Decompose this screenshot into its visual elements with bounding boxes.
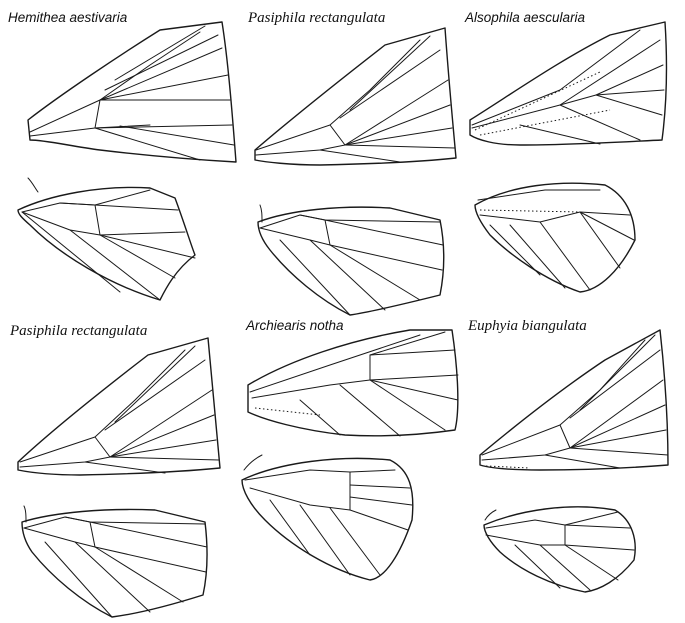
panel-alsophila-aescularia: Alsophila aescularia bbox=[464, 10, 668, 293]
panel-pasiphila-rectangulata-bottom: Pasiphila rectangulata bbox=[9, 323, 221, 618]
species-label: Euphyia biangulata bbox=[467, 318, 587, 334]
forewing bbox=[247, 329, 459, 437]
species-label: Hemithea aestivaria bbox=[8, 10, 128, 25]
forewing bbox=[254, 27, 457, 166]
species-label: Alsophila aescularia bbox=[464, 10, 586, 25]
forewing bbox=[27, 21, 237, 163]
hindwing bbox=[241, 454, 414, 581]
forewing bbox=[469, 21, 668, 146]
species-label: Pasiphila rectangulata bbox=[247, 10, 385, 26]
panel-hemithea-aestivaria: Hemithea aestivaria bbox=[8, 10, 237, 301]
species-label: Pasiphila rectangulata bbox=[9, 323, 147, 339]
species-label: Archiearis notha bbox=[245, 318, 344, 333]
panel-euphyia-biangulata: Euphyia biangulata bbox=[467, 318, 669, 593]
panel-archiearis-notha: Archiearis notha bbox=[241, 318, 459, 581]
forewing bbox=[17, 337, 221, 476]
panel-pasiphila-rectangulata-top: Pasiphila rectangulata bbox=[247, 10, 457, 316]
hindwing bbox=[257, 204, 445, 316]
hindwing bbox=[17, 177, 196, 301]
hindwing bbox=[21, 505, 208, 618]
forewing bbox=[479, 329, 669, 471]
hindwing bbox=[483, 506, 636, 593]
hindwing bbox=[474, 182, 636, 293]
